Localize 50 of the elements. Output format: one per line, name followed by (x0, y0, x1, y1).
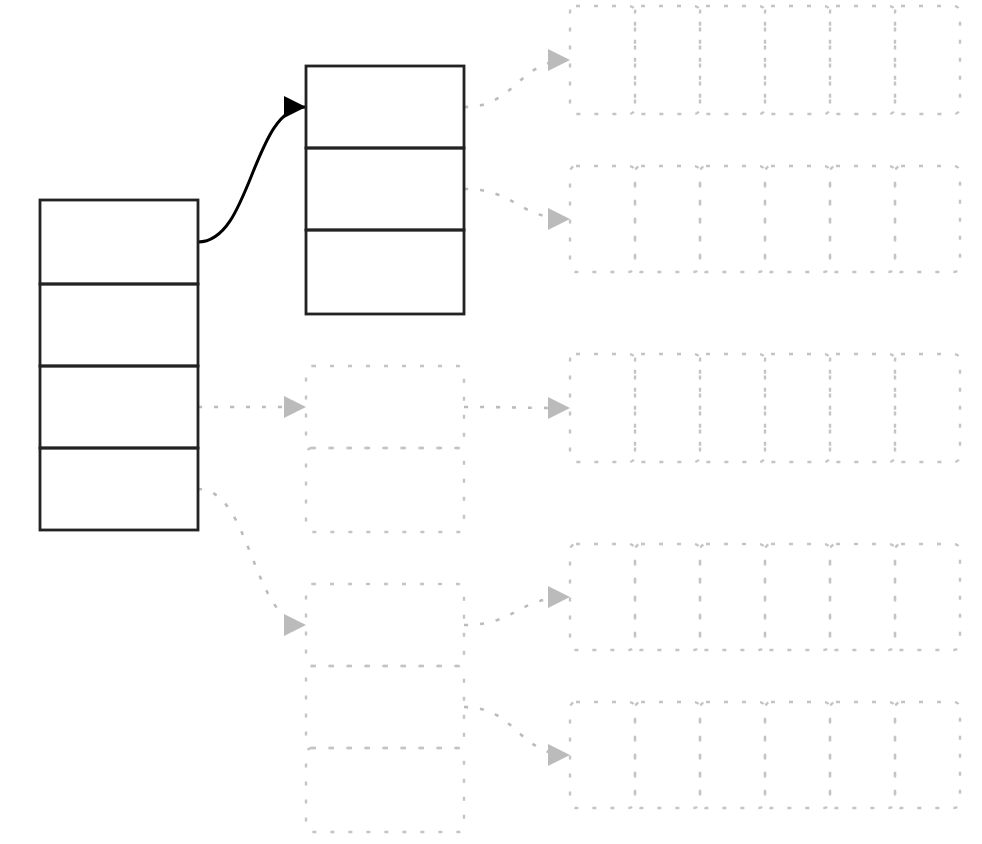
array-cell (304, 446, 466, 534)
arrow (463, 187, 571, 229)
array-cell (828, 164, 897, 274)
array-cell (698, 352, 767, 464)
array-cell (304, 64, 466, 150)
array-cell (828, 542, 897, 652)
array-cell (633, 4, 702, 116)
arrow (197, 487, 307, 632)
arrow (197, 100, 307, 244)
array-cell (568, 164, 637, 274)
arrow (463, 587, 571, 627)
array-cell (633, 542, 702, 652)
array-cell (38, 198, 200, 286)
array-cell (828, 700, 897, 810)
array-cell (568, 352, 637, 464)
array-cell (763, 352, 832, 464)
array-cell (568, 700, 637, 810)
array-cell (38, 364, 200, 450)
array-cell (828, 4, 897, 116)
array-cell (304, 228, 466, 316)
array-cell (763, 700, 832, 810)
array-cell (38, 282, 200, 368)
array-cell (633, 164, 702, 274)
array-cell (304, 364, 466, 450)
array-cell (893, 700, 962, 810)
array-cell (763, 4, 832, 116)
array-cell (763, 542, 832, 652)
array-cell (828, 352, 897, 464)
array-cell (633, 352, 702, 464)
array-cell (698, 4, 767, 116)
array-cell (893, 164, 962, 274)
arrow (463, 50, 571, 109)
array-cell (893, 4, 962, 116)
array-cell (304, 146, 466, 232)
arrow (198, 396, 306, 418)
array-cell (698, 542, 767, 652)
arrow (463, 705, 571, 765)
array-cell (893, 352, 962, 464)
array-cell (698, 164, 767, 274)
array-cell (38, 446, 200, 532)
array-cell (568, 4, 637, 116)
array-cell (304, 582, 466, 668)
array-cell (893, 542, 962, 652)
array-cell (304, 664, 466, 750)
array-cell (633, 700, 702, 810)
array-cell (763, 164, 832, 274)
array-cell (304, 746, 466, 834)
arrow (464, 396, 570, 419)
array-cell (698, 700, 767, 810)
array-cell (568, 542, 637, 652)
